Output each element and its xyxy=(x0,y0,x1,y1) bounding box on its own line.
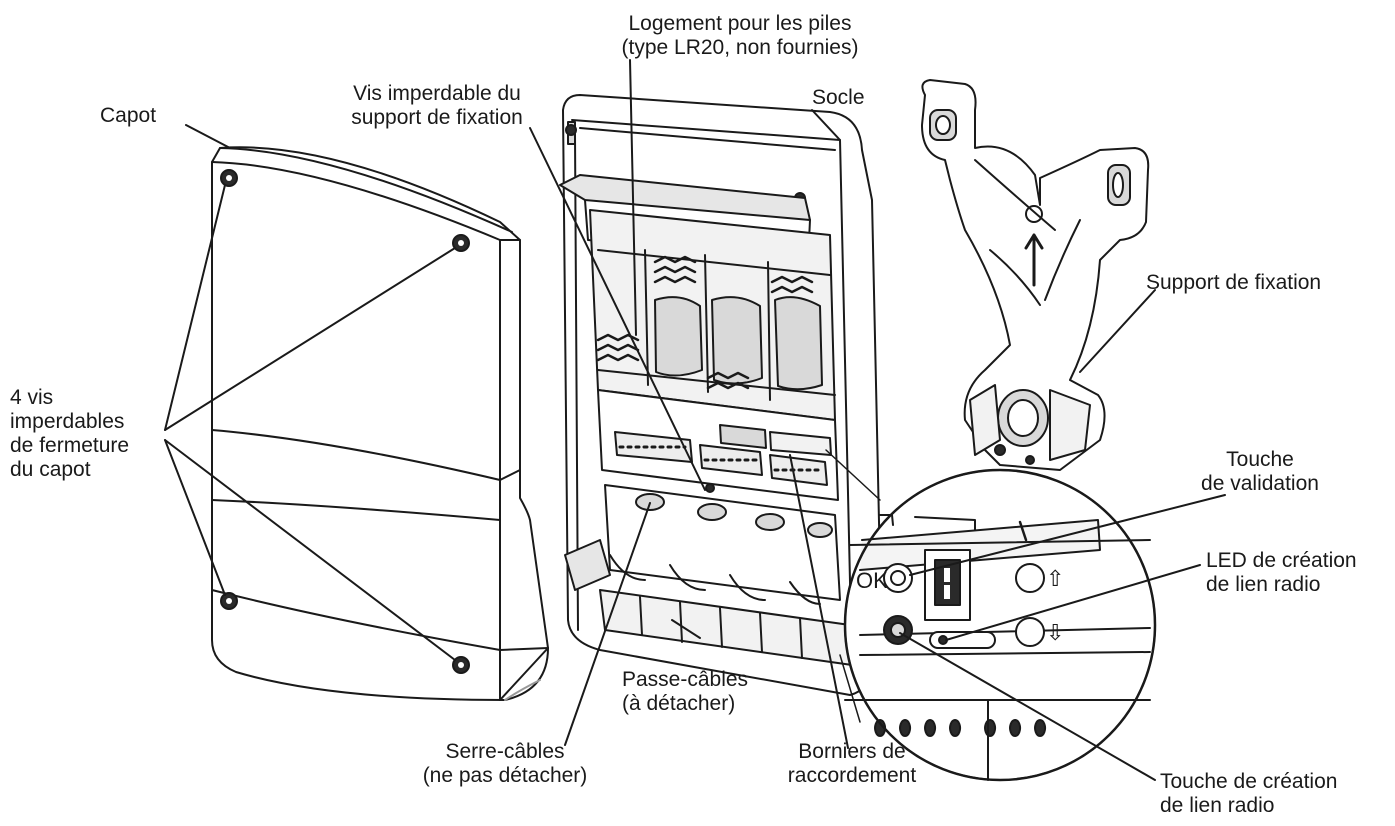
leader-socle xyxy=(811,109,841,141)
label-socle: Socle xyxy=(812,86,865,109)
capot-cover xyxy=(211,146,549,701)
leader-vis-support xyxy=(529,127,706,491)
leader-support xyxy=(1079,289,1156,373)
label-support-fixation: Support de fixation xyxy=(1146,271,1322,294)
down-arrow-icon: ⇩ xyxy=(1046,620,1064,645)
leader-capot xyxy=(185,124,231,149)
leader-led xyxy=(945,564,1201,641)
leader-passe xyxy=(671,619,701,639)
label-touche-validation: Touche de validation xyxy=(1201,448,1319,495)
label-capot: Capot xyxy=(100,104,157,127)
socle-base xyxy=(559,94,883,696)
label-borniers: Borniers de raccordement xyxy=(787,740,917,787)
label-vis-fermeture: 4 vis imperdables de fermeture du capot xyxy=(10,386,130,481)
ok-mark: OK xyxy=(856,568,888,593)
label-logement-piles: Logement pour les piles (type LR20, non … xyxy=(621,12,859,59)
leader-serre xyxy=(564,502,651,746)
leader-vis-3 xyxy=(164,439,226,596)
leader-vis-4 xyxy=(164,439,456,661)
leader-creation xyxy=(899,632,1156,781)
label-passe-cables: Passe-câbles (à détacher) xyxy=(622,668,749,715)
leader-validation xyxy=(909,494,1226,576)
leader-borniers xyxy=(789,454,849,749)
label-led-creation: LED de création de lien radio xyxy=(1206,549,1357,596)
label-vis-support: Vis imperdable du support de fixation xyxy=(351,82,523,129)
leader-lines xyxy=(164,59,1226,781)
leader-vis-2 xyxy=(164,247,456,431)
up-arrow-icon: ⇧ xyxy=(1046,566,1064,591)
label-serre-cables: Serre-câbles (ne pas détacher) xyxy=(422,740,588,787)
leader-piles xyxy=(629,59,637,336)
support-bracket xyxy=(921,79,1150,471)
leader-vis-1 xyxy=(164,184,226,431)
label-touche-creation: Touche de création de lien radio xyxy=(1160,770,1338,817)
